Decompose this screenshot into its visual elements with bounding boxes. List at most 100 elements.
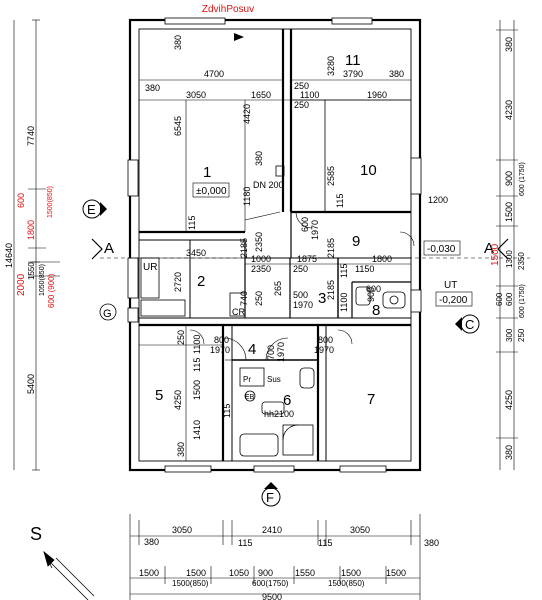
dim-600b: 600 <box>366 284 381 294</box>
dim-r-4230: 4230 <box>504 100 514 120</box>
dim-2720: 2720 <box>173 272 183 292</box>
dim-1970d: 1970 <box>276 342 286 362</box>
dim-380c: 380 <box>173 35 183 50</box>
dim-600a: 600 <box>300 217 310 232</box>
dim-2350a: 2350 <box>254 232 264 252</box>
top-label: ZdvihPosuv <box>202 4 254 15</box>
dim-1150: 1150 <box>355 264 374 274</box>
dim-3790: 3790 <box>343 69 363 79</box>
room-5: 5 <box>155 387 163 404</box>
dim-380e: 380 <box>176 442 186 457</box>
dim-1960: 1960 <box>367 90 387 100</box>
dim-r-250: 250 <box>517 328 526 342</box>
dim-1180: 1180 <box>242 187 252 206</box>
dim-2185a: 2185 <box>239 238 249 258</box>
room-9: 9 <box>352 233 360 250</box>
room-8: 8 <box>372 302 380 319</box>
room-3: 3 <box>318 290 326 307</box>
dim-1000: 1000 <box>251 254 271 264</box>
code-pr: Pr <box>243 375 251 384</box>
dim-r-600-1750: 600 (1750) <box>519 162 526 196</box>
section-f: F <box>266 490 274 505</box>
room-4: 4 <box>248 341 256 358</box>
dim-1970e: 1970 <box>314 345 334 355</box>
north-label: S <box>30 524 42 544</box>
level-marks: ±0,000 -0,030 -0,200 UR UT CR DN 200 hh2… <box>143 180 473 419</box>
room-7: 7 <box>367 391 375 408</box>
arrow-down-icon <box>234 33 244 41</box>
dims-right-text: 380 4230 900 600 (1750) 1500 1500 2350 1… <box>490 37 526 460</box>
dim-14640: 14640 <box>4 243 14 268</box>
dim-265: 265 <box>273 281 283 296</box>
dim-250b: 250 <box>294 100 309 110</box>
dim-r-1500: 1500 <box>504 202 514 222</box>
dim-b-115b: 115 <box>318 538 332 548</box>
dim-3280: 3280 <box>326 56 336 76</box>
dim-r-600-1750b: 600 (1750) <box>519 284 526 318</box>
dim-b-1500a: 1500 <box>139 568 159 578</box>
room-6: 6 <box>283 392 291 409</box>
dims-low: 800 1970 1100 115 1500 4250 700 1970 800… <box>173 335 334 457</box>
level-entry: -0,030 <box>427 244 456 255</box>
dim-740: 740 <box>239 291 249 306</box>
dim-3450: 3450 <box>186 248 206 258</box>
dim-4420: 4420 <box>242 104 252 124</box>
dim-250a: 250 <box>294 81 309 91</box>
level-main: ±0,000 <box>196 186 227 197</box>
dim-b-380b: 380 <box>424 538 439 548</box>
section-markers: A A C E F G <box>82 199 530 507</box>
dim-1100a: 1100 <box>300 90 319 100</box>
dim-250d: 250 <box>254 291 264 306</box>
dim-r-600c: 600 <box>505 292 514 306</box>
dim-b-2410: 2410 <box>262 525 282 535</box>
dim-1800: 1800 <box>372 254 392 264</box>
room-10: 10 <box>360 162 377 179</box>
dim-2000-red: 2000 <box>16 273 27 296</box>
dim-1050-850: 1050(850) <box>39 264 46 296</box>
dim-b-115a: 115 <box>238 538 252 548</box>
code-sus: Sus <box>267 375 281 384</box>
section-g: G <box>103 308 112 320</box>
dim-r-300: 300 <box>505 328 514 342</box>
dims-left <box>13 19 60 471</box>
code-ur: UR <box>143 262 157 273</box>
dim-600-900: 600 (900) <box>47 273 56 308</box>
dims-top: 4700 380 3050 1650 250 1100 1960 250 379… <box>145 35 448 230</box>
dim-115e: 115 <box>222 404 232 418</box>
dim-b-1500d: 1500 <box>386 568 406 578</box>
dim-1100b: 1100 <box>339 293 349 312</box>
dim-1500-850: 1500(850) <box>47 186 54 218</box>
dim-380d: 380 <box>254 151 264 166</box>
code-eb: EB <box>245 394 255 401</box>
dim-500: 500 <box>293 290 308 300</box>
dim-1970a: 1970 <box>310 220 320 240</box>
room-2: 2 <box>197 273 205 290</box>
dim-380a: 380 <box>145 83 160 93</box>
section-e: E <box>87 202 96 217</box>
dim-r-4250: 4250 <box>504 390 514 410</box>
dim-1970c: 1970 <box>210 345 230 355</box>
dims-left-text: 14640 7740 5400 600 1800 1500(850) 2000 … <box>4 126 56 394</box>
dim-1410: 1410 <box>192 420 202 440</box>
dims-right <box>496 20 518 470</box>
dim-r-900: 900 <box>504 171 514 186</box>
dim-b-1500b: 1500 <box>186 568 206 578</box>
dim-1100c: 1100 <box>192 335 202 354</box>
windows <box>127 17 422 473</box>
dim-1500a: 1500 <box>192 380 202 400</box>
dim-b-1500-850b: 1500(850) <box>328 579 365 588</box>
dim-b-1550: 1550 <box>295 568 315 578</box>
dims-mid: 3450 2720 2185 2350 1000 2350 1875 250 1… <box>173 217 392 345</box>
north-arrow-icon <box>43 550 95 600</box>
dim-250e: 250 <box>176 330 186 345</box>
dim-6545: 6545 <box>173 116 183 136</box>
dim-800b: 800 <box>318 335 333 345</box>
dim-2185c: 2185 <box>326 280 336 300</box>
dim-115a: 115 <box>187 216 197 230</box>
dim-700: 700 <box>266 345 276 360</box>
dim-1800-red: 1800 <box>26 220 36 240</box>
level-outside: -0,200 <box>439 295 468 306</box>
dim-b-1500-850a: 1500(850) <box>172 579 209 588</box>
dim-900: 900 <box>366 287 376 302</box>
dim-r-1300: 1300 <box>505 250 514 268</box>
